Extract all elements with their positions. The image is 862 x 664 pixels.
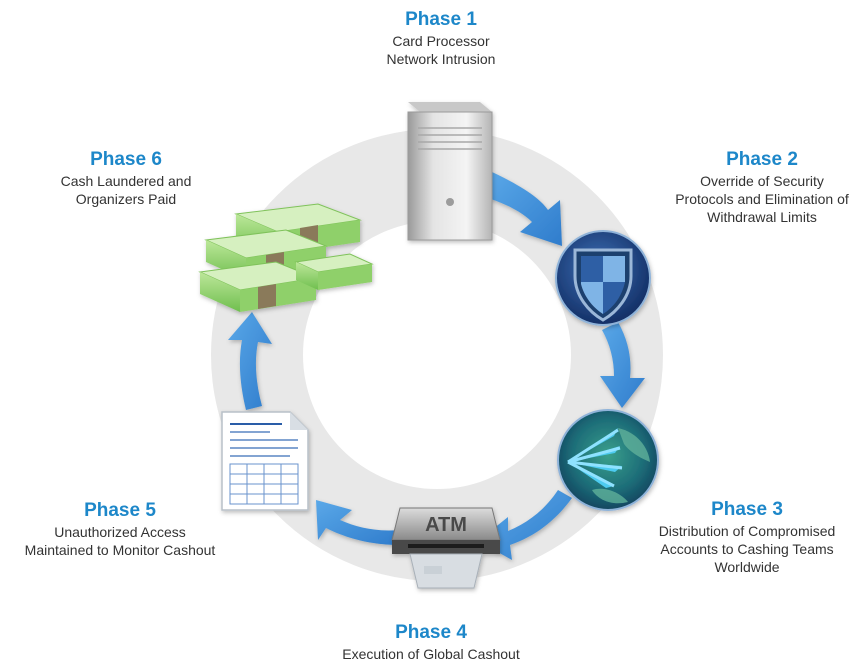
- phase-6-line-1: Cash Laundered and: [60, 173, 192, 189]
- phase-3-line-1: Distribution of Compromised: [658, 523, 836, 539]
- phase-4-title: Phase 4: [395, 622, 467, 643]
- phase-4-line-1: Execution of Global Cashout: [342, 646, 520, 662]
- phase-1-line-2: Network Intrusion: [386, 51, 496, 67]
- arrow-phase3-to-phase4: [478, 490, 572, 560]
- phase-2-line-3: Withdrawal Limits: [707, 209, 817, 225]
- document-report-icon: [221, 411, 309, 511]
- globe-distribution-icon: [557, 409, 659, 511]
- atm-label: ATM: [425, 514, 467, 536]
- arrow-phase4-to-phase5: [316, 500, 400, 545]
- phase-1-label: Phase 1 Card Processor Network Intrusion: [341, 9, 541, 68]
- phase-6-line-2: Organizers Paid: [75, 191, 177, 207]
- cash-stacks-icon: [198, 203, 374, 312]
- phase-2-line-2: Protocols and Elimination of: [675, 191, 849, 207]
- phase-3-line-2: Accounts to Cashing Teams: [660, 541, 834, 557]
- arrow-phase2-to-phase3: [600, 322, 645, 408]
- phase-5-line-1: Unauthorized Access: [54, 524, 186, 540]
- phase-2-line-1: Override of Security: [700, 173, 824, 189]
- phase-2-label: Phase 2 Override of Security Protocols a…: [662, 149, 862, 226]
- phase-6-title: Phase 6: [90, 149, 162, 170]
- phase-5-line-2: Maintained to Monitor Cashout: [24, 542, 216, 558]
- phase-2-title: Phase 2: [726, 149, 798, 170]
- arrow-phase1-to-phase2: [488, 172, 562, 246]
- phase-3-line-3: Worldwide: [714, 559, 780, 575]
- arrow-phase5-to-phase6: [228, 312, 272, 410]
- phase-4-label: Phase 4 Execution of Global Cashout: [321, 622, 541, 663]
- phase-3-label: Phase 3 Distribution of Compromised Acco…: [642, 499, 852, 576]
- phase-1-line-1: Card Processor: [392, 33, 490, 49]
- phase-5-title: Phase 5: [84, 500, 156, 521]
- phase-3-title: Phase 3: [711, 499, 783, 520]
- phase-5-label: Phase 5 Unauthorized Access Maintained t…: [8, 500, 232, 559]
- server-icon: [407, 102, 493, 241]
- phase-1-title: Phase 1: [405, 9, 477, 30]
- atm-card-icon: ATM: [391, 507, 501, 589]
- phase-6-label: Phase 6 Cash Laundered and Organizers Pa…: [36, 149, 216, 208]
- security-shield-icon: [555, 230, 651, 326]
